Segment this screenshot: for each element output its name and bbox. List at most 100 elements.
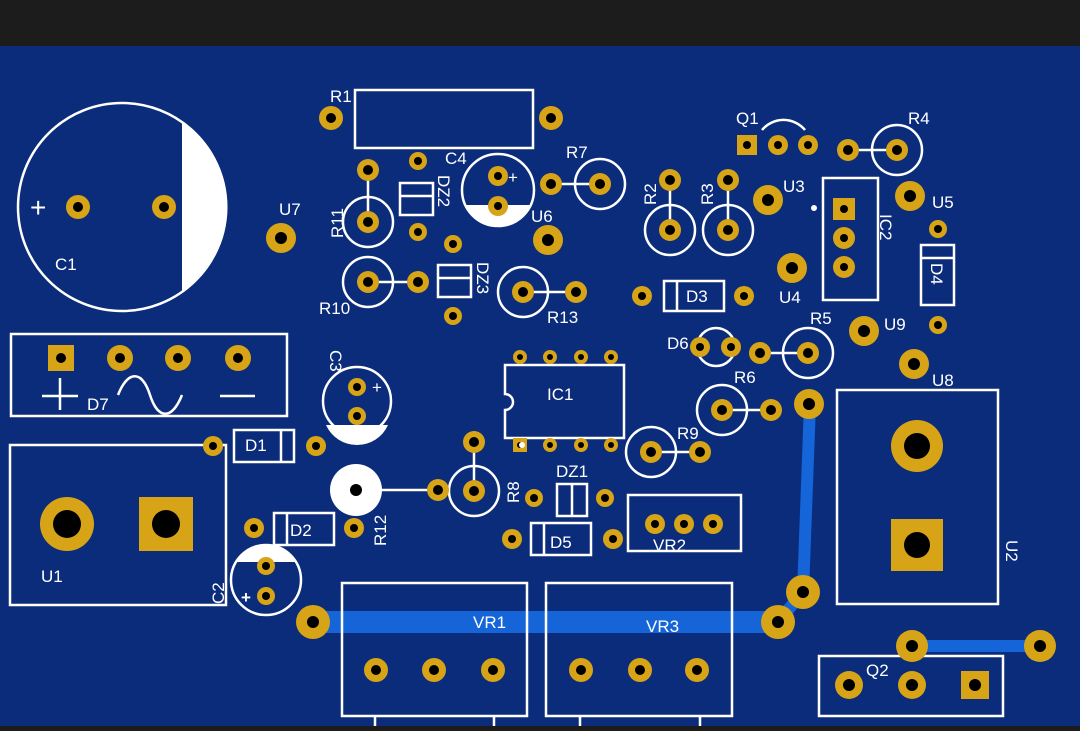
ic2-outline: [821, 176, 880, 302]
label-u8: U8: [932, 371, 954, 390]
c2-polarity-fill: [236, 545, 296, 562]
label-d5: D5: [550, 533, 572, 552]
drill-hole: [904, 532, 930, 558]
drill-hole: [723, 175, 733, 185]
label-layer: C1 + U7 R1 C4 DZ2 R11 U6 R7 R10 DZ3 R13 …: [30, 87, 1021, 680]
ic1-outline: [503, 363, 626, 440]
pin1-marker: [519, 442, 525, 448]
drill-hole: [969, 679, 981, 691]
drill-hole: [250, 524, 258, 532]
drill-hole: [840, 234, 848, 242]
label-dz1: DZ1: [556, 462, 588, 481]
label-r9: R9: [677, 424, 699, 443]
drill-hole: [609, 535, 617, 543]
drill-hole: [576, 665, 586, 675]
vr3-outline: [544, 581, 734, 726]
dz3-outline: [436, 263, 473, 299]
label-vr3: VR3: [646, 617, 679, 636]
q1-outline: [761, 118, 806, 131]
label-u3: U3: [783, 177, 805, 196]
drill-hole: [680, 520, 688, 528]
drill-hole: [578, 354, 584, 360]
drill-hole: [152, 510, 180, 538]
label-u6: U6: [531, 207, 553, 226]
drill-hole: [840, 263, 848, 271]
drill-hole: [53, 510, 81, 538]
drill-hole: [934, 225, 942, 233]
label-r11: R11: [328, 208, 347, 238]
drill-hole: [786, 262, 798, 274]
drill-hole: [209, 442, 217, 450]
drill-hole: [469, 486, 479, 496]
drill-hole: [772, 616, 784, 628]
label-r12: R12: [371, 515, 390, 546]
label-r3: R3: [698, 183, 717, 205]
r1-outline: [353, 88, 535, 150]
drill-hole: [803, 348, 813, 358]
label-c3: C3: [326, 350, 345, 372]
label-u4: U4: [779, 288, 801, 307]
drill-hole: [723, 225, 733, 235]
drill-hole: [363, 277, 373, 287]
label-dz3: DZ3: [473, 262, 492, 294]
d4-outline: [919, 243, 956, 307]
label-r13: R13: [547, 308, 578, 327]
label-ic1: IC1: [547, 385, 573, 404]
drill-hole: [740, 292, 748, 300]
label-ic2: IC2: [876, 214, 895, 240]
label-d2: D2: [290, 521, 312, 540]
drill-hole: [56, 353, 66, 363]
drill-hole: [803, 398, 815, 410]
drill-hole: [908, 358, 920, 370]
vr1-outline: [340, 581, 529, 726]
drill-hole: [892, 145, 902, 155]
label-r5: R5: [810, 309, 832, 328]
drill-hole: [651, 520, 659, 528]
c1-polarity-fill: [182, 121, 228, 293]
drill-hole: [635, 665, 645, 675]
d1-outline: [232, 428, 296, 464]
label-q2: Q2: [866, 661, 889, 680]
label-q1: Q1: [736, 109, 759, 128]
label-c1: C1: [55, 255, 77, 274]
drill-hole: [371, 665, 381, 675]
drill-hole: [804, 141, 812, 149]
drill-hole: [840, 205, 848, 213]
pin1-marker: [811, 205, 817, 211]
drill-hole: [326, 113, 336, 123]
drill-hole: [469, 437, 479, 447]
label-r4: R4: [908, 109, 930, 128]
label-r10: R10: [319, 299, 350, 318]
drill-hole: [518, 287, 528, 297]
drill-hole: [350, 524, 358, 532]
drill-hole: [595, 179, 605, 189]
drill-hole: [508, 535, 516, 543]
d3-outline: [662, 279, 726, 313]
drill-hole: [774, 141, 782, 149]
d2-outline: [272, 511, 336, 547]
drill-hole: [546, 113, 556, 123]
label-d7: D7: [87, 395, 109, 414]
drill-hole: [1034, 640, 1046, 652]
drill-hole: [608, 354, 614, 360]
drill-hole: [494, 202, 502, 210]
label-d6: D6: [667, 334, 689, 353]
d5-outline: [529, 521, 593, 557]
label-d3: D3: [686, 287, 708, 306]
label-r2: R2: [641, 183, 660, 205]
drill-hole: [173, 353, 183, 363]
drill-hole: [429, 665, 439, 675]
drill-hole: [547, 442, 553, 448]
drill-hole: [755, 348, 765, 358]
drill-hole: [646, 447, 656, 457]
u1-outline: [8, 443, 228, 607]
c3-polarity-fill: [326, 425, 388, 446]
drill-hole: [665, 225, 675, 235]
label-d1: D1: [245, 436, 267, 455]
drill-hole: [601, 494, 609, 502]
label-r8: R8: [504, 481, 523, 503]
drill-hole: [904, 190, 916, 202]
drill-hole: [414, 157, 422, 165]
label-u9: U9: [884, 315, 906, 334]
drill-hole: [542, 234, 554, 246]
